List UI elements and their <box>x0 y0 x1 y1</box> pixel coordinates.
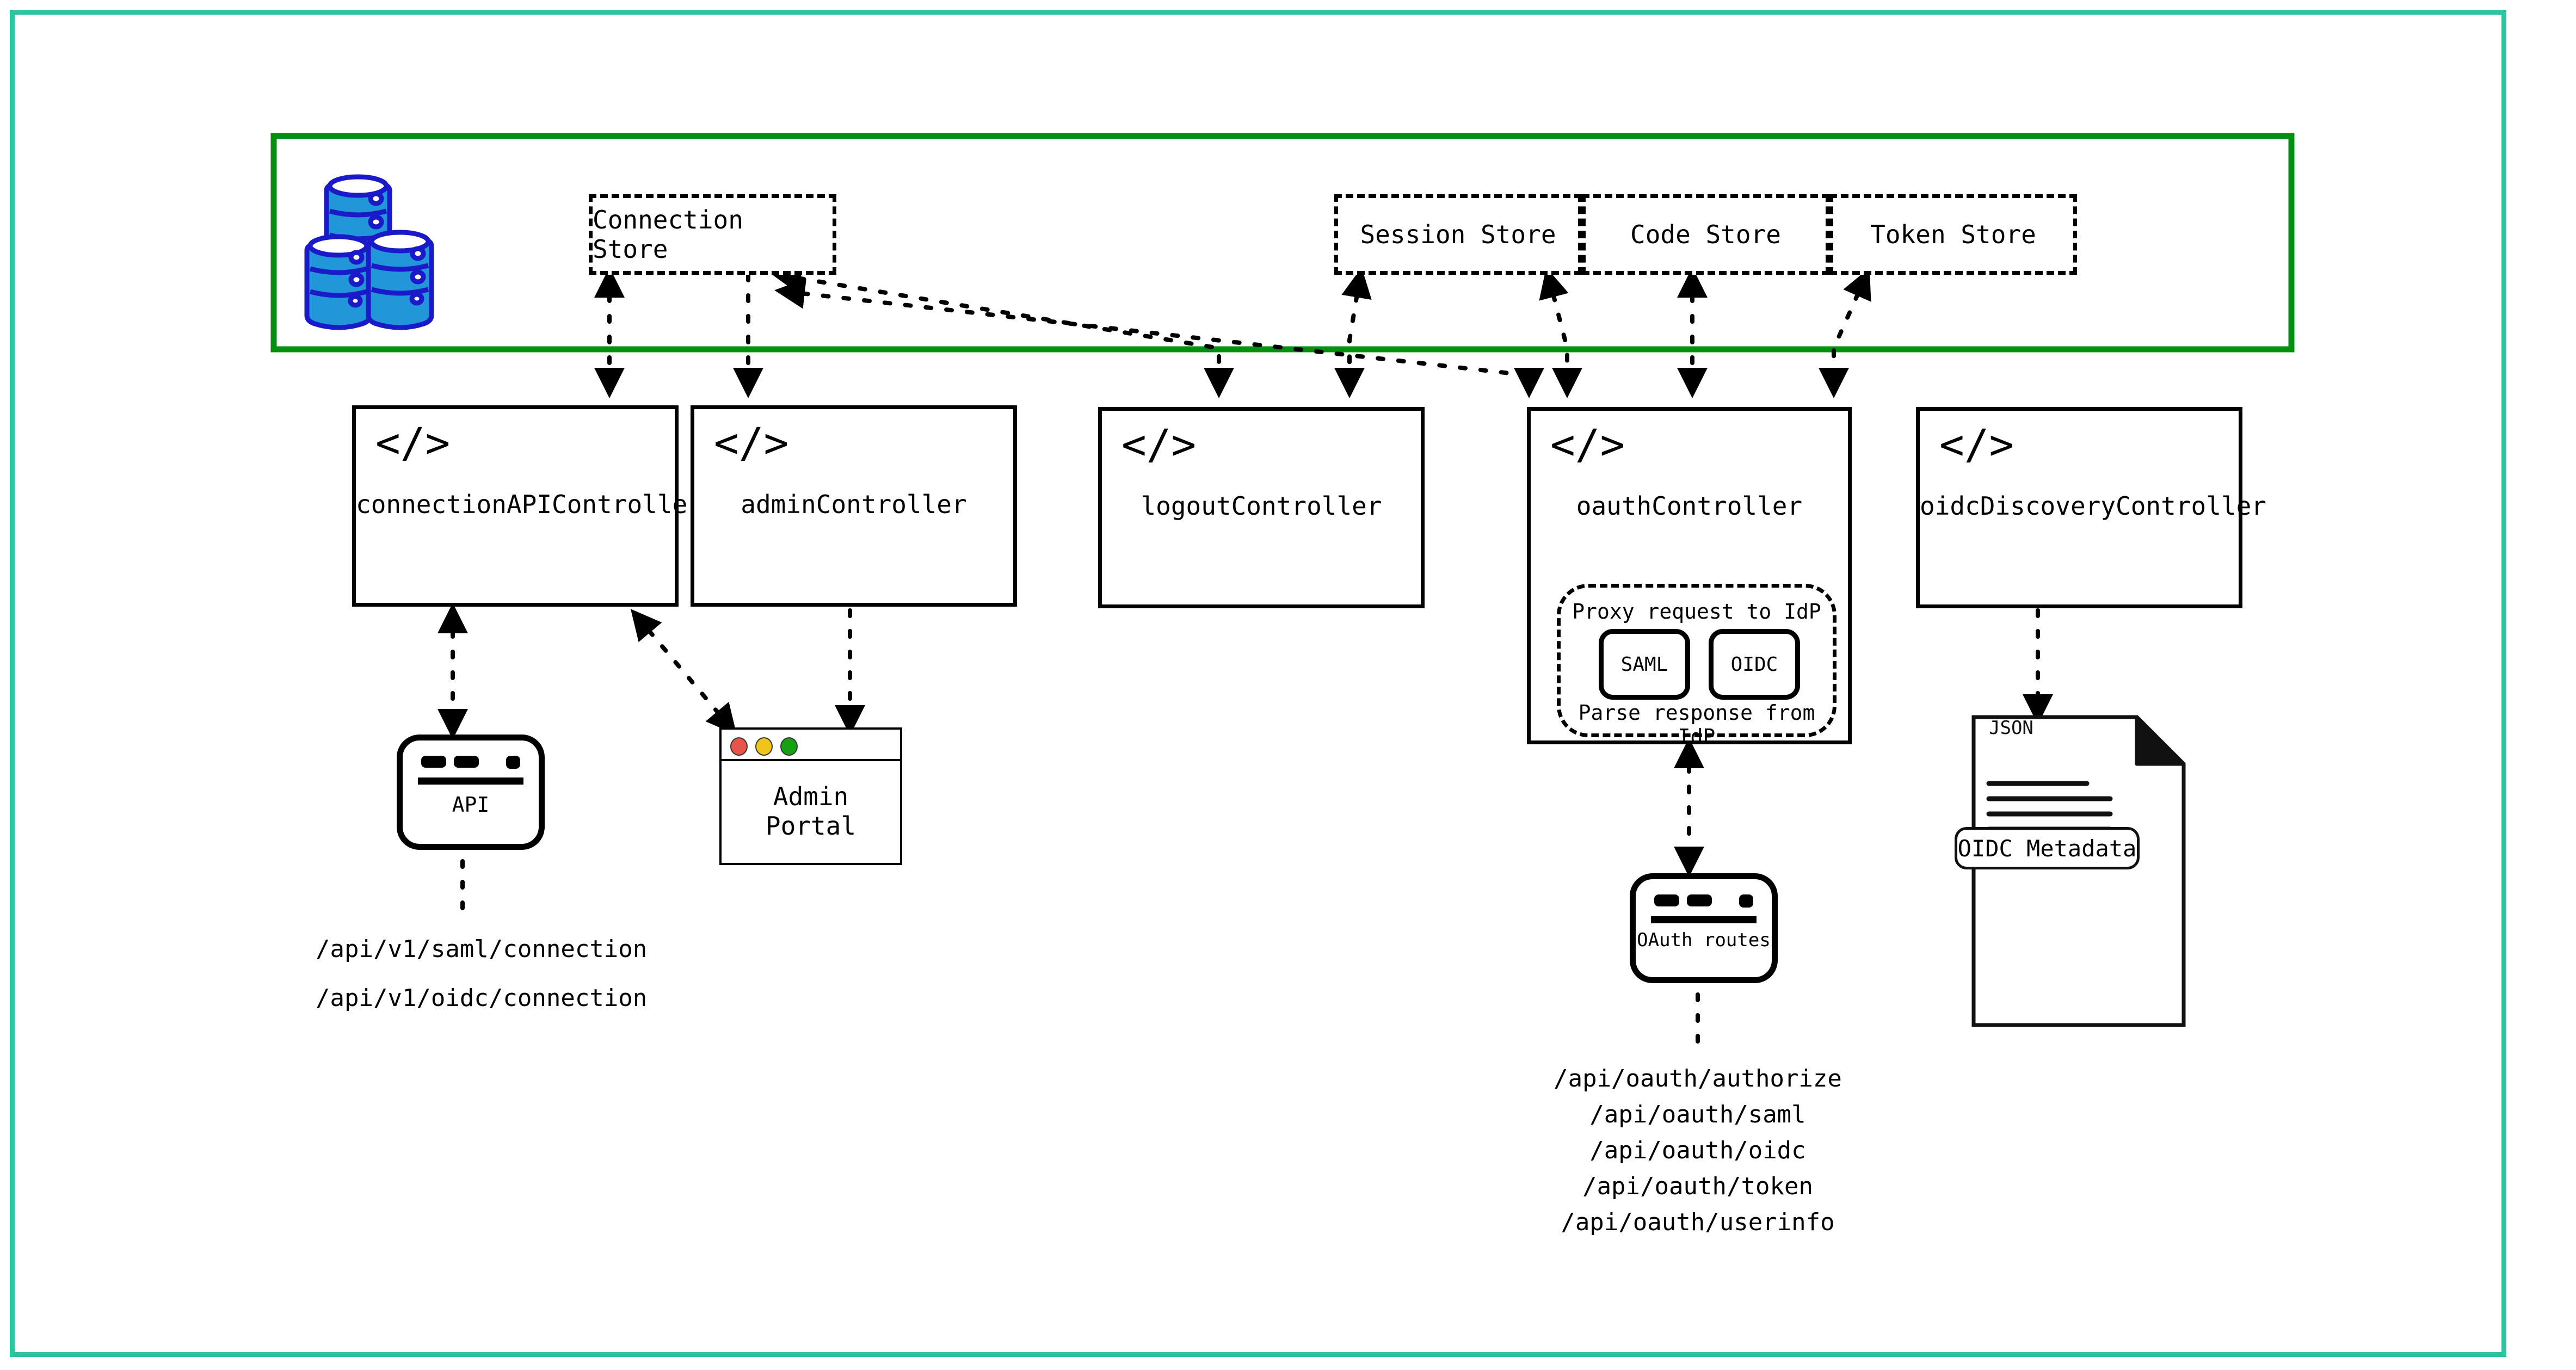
controller-admin[interactable]: </> adminController <box>691 405 1017 607</box>
controller-connection-api[interactable]: </> connectionAPIController <box>352 405 702 607</box>
controller-logout[interactable]: </> logoutController <box>1098 407 1425 608</box>
database-stack-icon <box>304 174 434 330</box>
device-rule <box>418 777 523 785</box>
controller-label: connectionAPIController <box>356 490 702 519</box>
store-label: Session Store <box>1360 220 1556 249</box>
code-tag-icon: </> <box>1550 420 1625 468</box>
code-tag-icon: </> <box>375 418 451 467</box>
traffic-light-yellow <box>755 737 773 756</box>
endpoint-path: /api/v1/saml/connection <box>316 935 648 963</box>
edge-adminctrl-adminportal-diagonal <box>630 609 737 735</box>
store-label: Token Store <box>1870 220 2036 249</box>
admin-portal-window[interactable]: Admin Portal <box>719 727 902 865</box>
store-code-store[interactable]: Code Store <box>1582 194 1829 275</box>
device-bar-right <box>1687 894 1712 906</box>
json-badge-label: JSON <box>1989 717 2033 739</box>
controller-label: oidcDiscoveryController <box>1920 491 2266 521</box>
store-label: Connection Store <box>593 205 743 264</box>
device-dot <box>506 756 520 769</box>
edge-sessionstore-oauthctrl <box>1539 267 1582 398</box>
store-connection-store[interactable]: Connection Store <box>589 194 836 275</box>
endpoint-path: /api/v1/oidc/connection <box>316 984 648 1013</box>
code-tag-icon: </> <box>714 418 789 467</box>
controller-oauth[interactable]: </> oauthController Proxy request to IdP… <box>1527 407 1852 749</box>
code-tag-icon: </> <box>1939 420 2014 468</box>
proxy-request-label: Proxy request to IdP <box>1572 600 1821 624</box>
controller-label: logoutController <box>1141 491 1382 521</box>
controller-label: oauthController <box>1576 491 1803 521</box>
oauth-routes-device-icon[interactable]: OAuth routes <box>1630 873 1778 983</box>
endpoint-path: /api/oauth/saml <box>1589 1101 1806 1128</box>
store-session-store[interactable]: Session Store <box>1334 194 1582 275</box>
code-tag-icon: </> <box>1121 420 1197 468</box>
endpoint-path: /api/oauth/token <box>1582 1172 1813 1200</box>
controller-oidc-discovery[interactable]: </> oidcDiscoveryController <box>1916 407 2266 608</box>
oidc-metadata-label: OIDC Metadata <box>1957 835 2137 862</box>
protocol-saml-pill[interactable]: SAML <box>1599 629 1690 700</box>
device-dot <box>1739 894 1753 908</box>
proxy-idp-panel: Proxy request to IdP SAML OIDC Parse res… <box>1557 584 1837 749</box>
parse-response-label: Parse response from IdP <box>1578 701 1815 749</box>
protocol-label: SAML <box>1620 653 1668 676</box>
oauth-routes-label: OAuth routes <box>1637 929 1771 951</box>
device-bar-right <box>454 756 479 768</box>
protocol-oidc-pill[interactable]: OIDC <box>1709 629 1800 700</box>
store-label: Code Store <box>1630 220 1781 249</box>
api-label: API <box>452 793 490 817</box>
store-token-store[interactable]: Token Store <box>1829 194 2077 275</box>
api-device-icon[interactable]: API <box>397 735 545 850</box>
endpoint-path: /api/oauth/oidc <box>1589 1137 1806 1164</box>
device-bar-left <box>421 756 446 768</box>
traffic-light-green <box>780 737 798 756</box>
edge-sessionstore-logoutctrl <box>1334 267 1372 398</box>
device-bar-left <box>1654 894 1679 906</box>
json-document-icon <box>1971 715 2186 1027</box>
window-titlebar <box>722 730 900 761</box>
endpoint-path: /api/oauth/userinfo <box>1561 1208 1835 1236</box>
edge-connstore-oauthctrl <box>774 278 1544 398</box>
traffic-light-red <box>730 737 748 756</box>
controller-label: adminController <box>741 490 967 519</box>
admin-portal-label: Admin Portal <box>765 782 856 841</box>
endpoint-path: /api/oauth/authorize <box>1554 1065 1842 1093</box>
oidc-metadata-label-pill[interactable]: OIDC Metadata <box>1955 827 2140 869</box>
connection-api-endpoint-list: /api/v1/saml/connection /api/v1/oidc/con… <box>316 925 647 1023</box>
edge-tokenstore-oauthctrl <box>1819 268 1871 398</box>
oauth-routes-endpoint-list: /api/oauth/authorize /api/oauth/saml /ap… <box>1469 1061 1926 1241</box>
device-rule <box>1651 916 1757 923</box>
protocol-label: OIDC <box>1730 653 1778 676</box>
outer-frame-border <box>10 10 2506 1357</box>
